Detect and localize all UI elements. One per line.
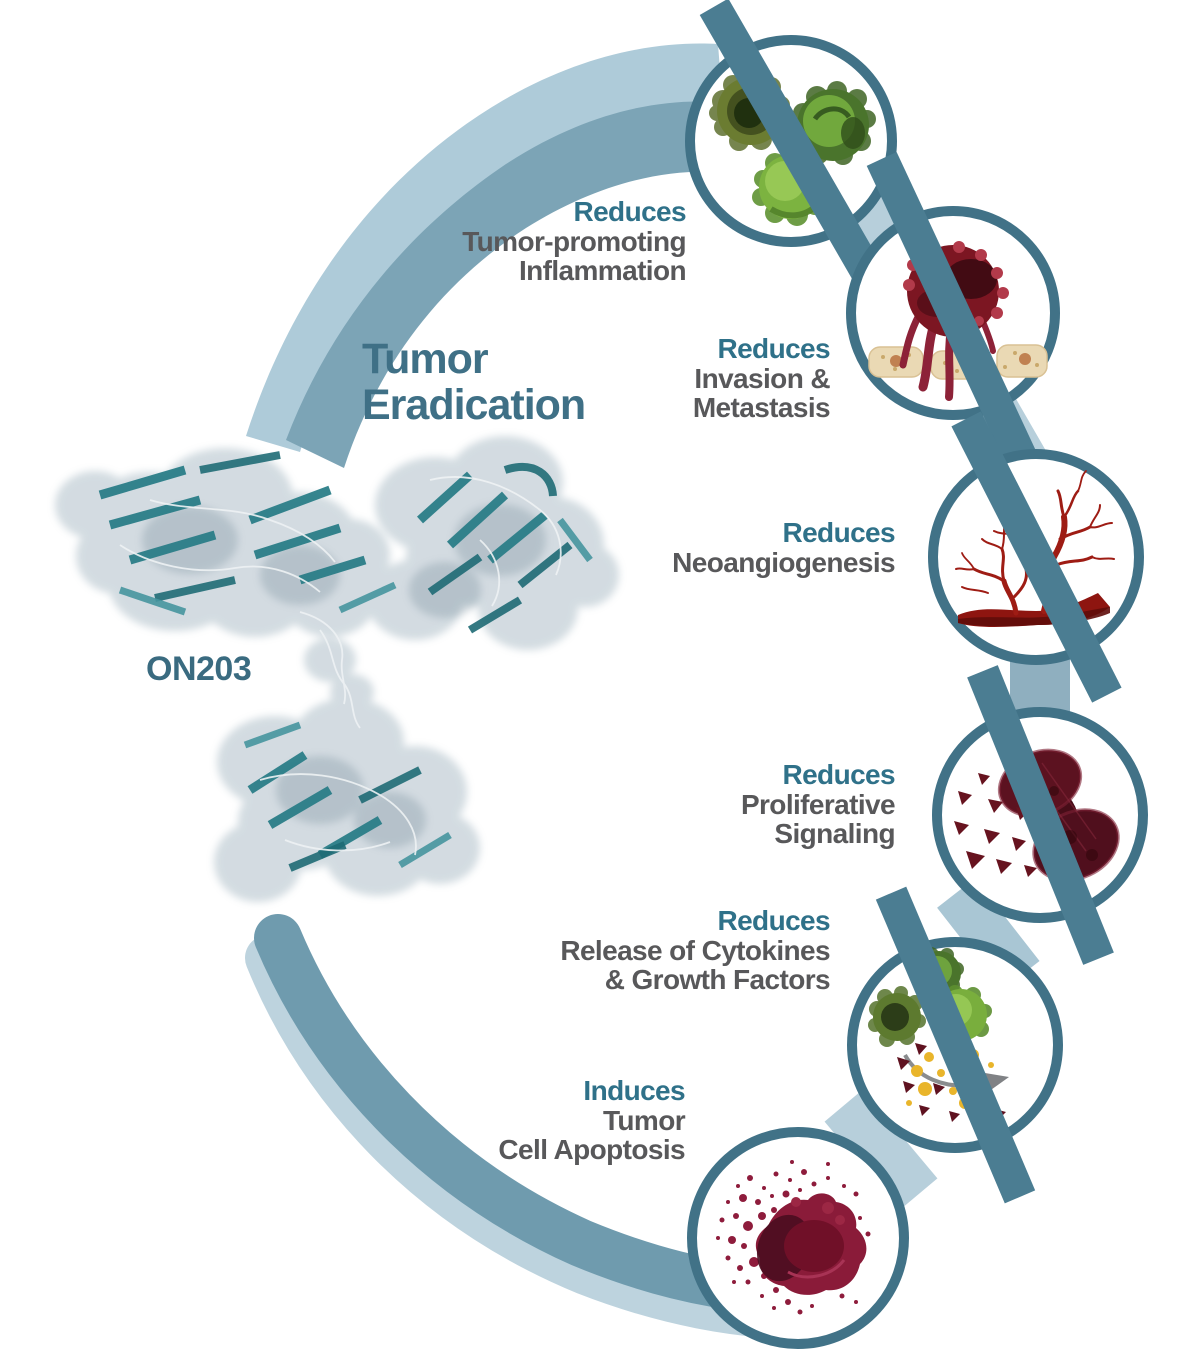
node-line: & Growth Factors — [604, 964, 831, 995]
node-action: Reduces — [782, 759, 895, 790]
label-invasion-metastasis: Reduces Invasion & Metastasis — [692, 333, 831, 423]
signal-triangles — [954, 773, 1037, 877]
node-tumor-promoting-inflammation — [685, 0, 897, 284]
label-tumor-cell-apoptosis: Induces Tumor Cell Apoptosis — [498, 1076, 685, 1165]
node-invasion-metastasis — [846, 151, 1060, 475]
label-cytokine-growth-factor-release: Reduces Release of Cytokines & Growth Fa… — [560, 906, 830, 995]
title-line-2: Eradication — [362, 381, 586, 429]
label-neoangiogenesis: Reduces Neoangiogenesis — [672, 518, 895, 577]
node-line: Tumor — [602, 1104, 686, 1136]
node-action: Reduces — [573, 196, 686, 227]
node-action: Induces — [583, 1075, 685, 1106]
node-line: Proliferative — [740, 788, 896, 820]
label-proliferative-signaling: Reduces Proliferative Signaling — [740, 759, 896, 849]
node-line: Neoangiogenesis — [672, 546, 895, 578]
apoptotic-fragments — [716, 1160, 871, 1315]
node-cytokine-growth-factor-release — [847, 886, 1063, 1204]
node-neoangiogenesis — [928, 411, 1144, 703]
node-line: Signaling — [774, 818, 895, 849]
node-line: Metastasis — [692, 392, 831, 423]
top-arc — [246, 43, 724, 468]
node-line: Cell Apoptosis — [498, 1134, 685, 1165]
node-line: Invasion & — [694, 362, 830, 394]
tumor-cell-apoptosis-icon — [716, 1160, 871, 1315]
node-action: Reduces — [717, 333, 830, 364]
node-line: Tumor-promoting — [462, 225, 686, 257]
page-title: Tumor Eradication — [362, 335, 586, 429]
node-action: Reduces — [717, 905, 830, 936]
node-proliferative-signaling — [932, 665, 1148, 965]
node-line: Inflammation — [518, 255, 687, 286]
node-action: Reduces — [782, 517, 895, 548]
antibody-structure — [55, 436, 619, 902]
node-line: Release of Cytokines — [560, 934, 830, 966]
label-tumor-promoting-inflammation: Reduces Tumor-promoting Inflammation — [462, 197, 686, 286]
molecule-label: ON203 — [146, 650, 252, 688]
node-tumor-cell-apoptosis — [687, 1127, 909, 1349]
title-line-1: Tumor — [362, 335, 489, 383]
